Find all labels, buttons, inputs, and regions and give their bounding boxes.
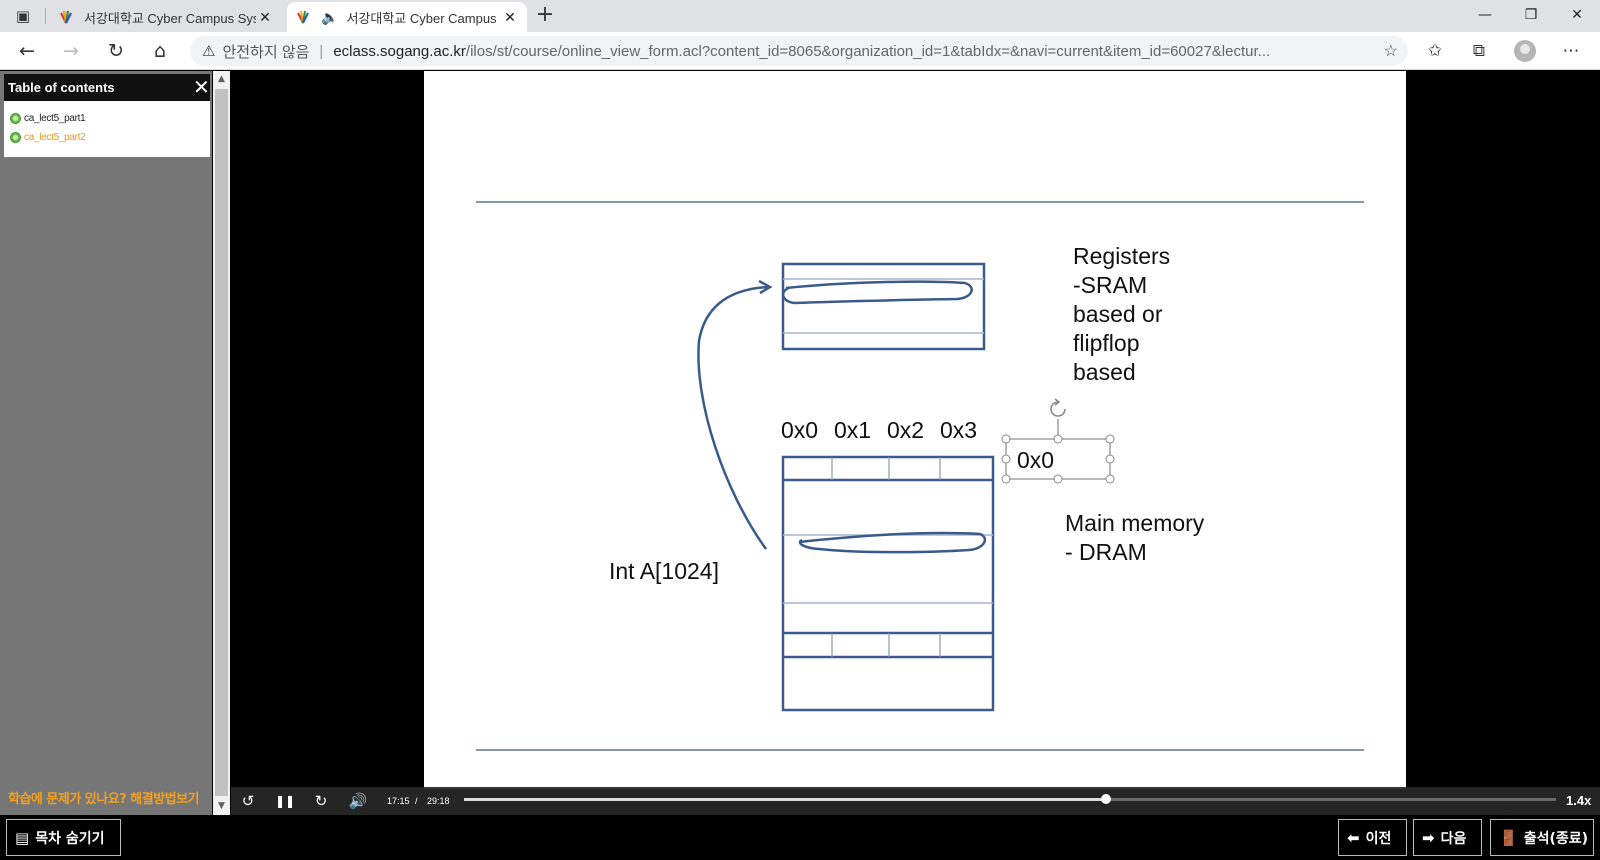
memory-box	[781, 455, 995, 712]
url-text[interactable]: eclass.sogang.ac.kr/ilos/st/course/onlin…	[333, 43, 1270, 60]
attend-exit-button[interactable]: 🚪 출석(종료)	[1490, 819, 1594, 856]
registers-line: -SRAM	[1073, 272, 1148, 298]
address-label: 0x0	[781, 417, 819, 443]
close-icon[interactable]: ✕	[259, 8, 271, 25]
scroll-down-icon[interactable]: ▼	[218, 801, 225, 811]
minimize-icon[interactable]: —	[1478, 7, 1492, 23]
arrow-left-icon: ⬅	[1347, 828, 1360, 847]
back-arrow-icon[interactable]: ←	[19, 40, 35, 62]
home-icon[interactable]: ⌂	[153, 40, 167, 62]
tab-active[interactable]: 🔈 서강대학교 Cyber Campus System ✕	[287, 2, 527, 32]
profile-button[interactable]	[1510, 36, 1540, 66]
sogang-logo-icon	[58, 9, 74, 25]
forward-icon[interactable]: ↻	[314, 792, 328, 810]
next-button[interactable]: ➡ 다음	[1413, 819, 1482, 856]
more-menu-icon[interactable]: ⋯	[1562, 41, 1580, 61]
tab-divider	[45, 8, 46, 24]
prev-label: 이전	[1365, 830, 1392, 847]
memory-line: Main memory	[1065, 510, 1205, 536]
toc-toggle-label: 목차 숨기기	[35, 830, 105, 847]
player-controls	[231, 787, 1600, 815]
next-label: 다음	[1440, 830, 1467, 847]
address-label: 0x1	[834, 417, 872, 443]
scroll-up-icon[interactable]: ▲	[218, 74, 225, 84]
tab-strip	[0, 0, 1600, 32]
address-label: 0x2	[887, 417, 925, 443]
tab-title: 서강대학교 Cyber Campus System	[346, 10, 501, 26]
bottom-bar	[0, 815, 1600, 860]
url-host: eclass.sogang.ac.kr	[333, 42, 466, 60]
selected-address-text: 0x0	[1017, 447, 1055, 473]
toc-title: Table of contents	[4, 74, 210, 101]
time-separator: /	[415, 796, 418, 806]
progress-handle[interactable]	[1101, 794, 1112, 804]
playback-speed[interactable]: 1.4x	[1566, 793, 1592, 808]
slide-diagram	[476, 201, 1364, 751]
tab-title: 서강대학교 Cyber Campus System	[84, 10, 256, 26]
progress-fill	[464, 798, 1107, 801]
array-declaration-label: Int A[1024]	[609, 558, 719, 584]
attend-label: 출석(종료)	[1523, 830, 1589, 847]
register-box	[781, 262, 986, 351]
registers-line: flipflop	[1073, 330, 1140, 356]
registers-line: based or	[1073, 301, 1163, 327]
security-label[interactable]: 안전하지 않음	[222, 43, 310, 61]
arrow-right-icon: ➡	[1422, 828, 1435, 847]
toc-toggle-button[interactable]: ▤ 목차 숨기기	[6, 819, 121, 856]
close-icon[interactable]: ✕	[193, 75, 210, 99]
separator: |	[319, 42, 324, 60]
reload-icon[interactable]: ↻	[108, 40, 124, 62]
registers-line: based	[1073, 359, 1136, 385]
toc-list: ca_lect5_part1 ca_lect5_part2	[4, 101, 210, 157]
url-path: /ilos/st/course/online_view_form.acl?con…	[465, 42, 1271, 60]
list-icon: ▤	[15, 828, 30, 847]
memory-label: Main memory - DRAM	[1065, 509, 1204, 567]
warning-icon[interactable]: ⚠	[202, 43, 216, 60]
address-bar[interactable]: ⚠ 안전하지 않음 | eclass.sogang.ac.kr/ilos/st/…	[190, 36, 1408, 66]
registers-line: Registers	[1073, 243, 1171, 269]
speaker-icon[interactable]: 🔈	[321, 8, 339, 25]
volume-icon[interactable]: 🔊	[348, 792, 368, 810]
address-label: 0x3	[940, 417, 978, 443]
selection-box	[1001, 419, 1115, 484]
memory-scribble	[798, 531, 987, 554]
avatar	[1514, 40, 1536, 62]
rotate-handle-icon	[1050, 398, 1066, 417]
forward-arrow-icon[interactable]: →	[63, 40, 79, 62]
sogang-logo-icon	[295, 9, 311, 25]
prev-button[interactable]: ⬅ 이전	[1338, 819, 1407, 856]
toc-item-part2[interactable]: ca_lect5_part2	[10, 128, 204, 147]
close-icon[interactable]: ✕	[504, 8, 516, 25]
memory-line: - DRAM	[1065, 539, 1147, 565]
hand-arrow	[697, 285, 770, 550]
collections-icon[interactable]: ⧉	[1472, 41, 1486, 61]
toc-item-part1[interactable]: ca_lect5_part1	[10, 109, 204, 128]
duration: 29:18	[427, 796, 450, 806]
exit-door-icon: 🚪	[1499, 828, 1518, 847]
toc-item-label: ca_lect5_part1	[24, 113, 86, 124]
register-scribble	[781, 280, 973, 305]
scroll-thumb[interactable]	[215, 89, 228, 796]
tab-inactive[interactable]: 서강대학교 Cyber Campus System ✕	[50, 2, 282, 32]
pause-icon[interactable]: ❚❚	[274, 794, 296, 808]
rewind-icon[interactable]: ↺	[241, 792, 255, 810]
tab-actions-icon[interactable]: ▣	[15, 7, 31, 25]
complete-dot-icon	[10, 132, 21, 143]
sidebar	[0, 71, 212, 815]
toc-item-label: ca_lect5_part2	[24, 132, 86, 143]
complete-dot-icon	[10, 113, 21, 124]
help-link[interactable]: 학습에 문제가 있나요? 해결방법보기	[8, 792, 200, 807]
lecture-slide: Registers -SRAM based or flipflop based …	[424, 71, 1406, 789]
window-close-icon[interactable]: ✕	[1571, 7, 1583, 23]
restore-icon[interactable]: ❐	[1524, 7, 1538, 23]
arrow-head	[758, 279, 773, 295]
add-favorite-icon[interactable]: ☆	[1383, 43, 1398, 60]
current-time: 17:15	[387, 796, 410, 806]
favorites-icon[interactable]: ✩	[1427, 41, 1443, 61]
new-tab-button[interactable]: +	[535, 2, 555, 27]
registers-label: Registers -SRAM based or flipflop based	[1073, 242, 1170, 387]
